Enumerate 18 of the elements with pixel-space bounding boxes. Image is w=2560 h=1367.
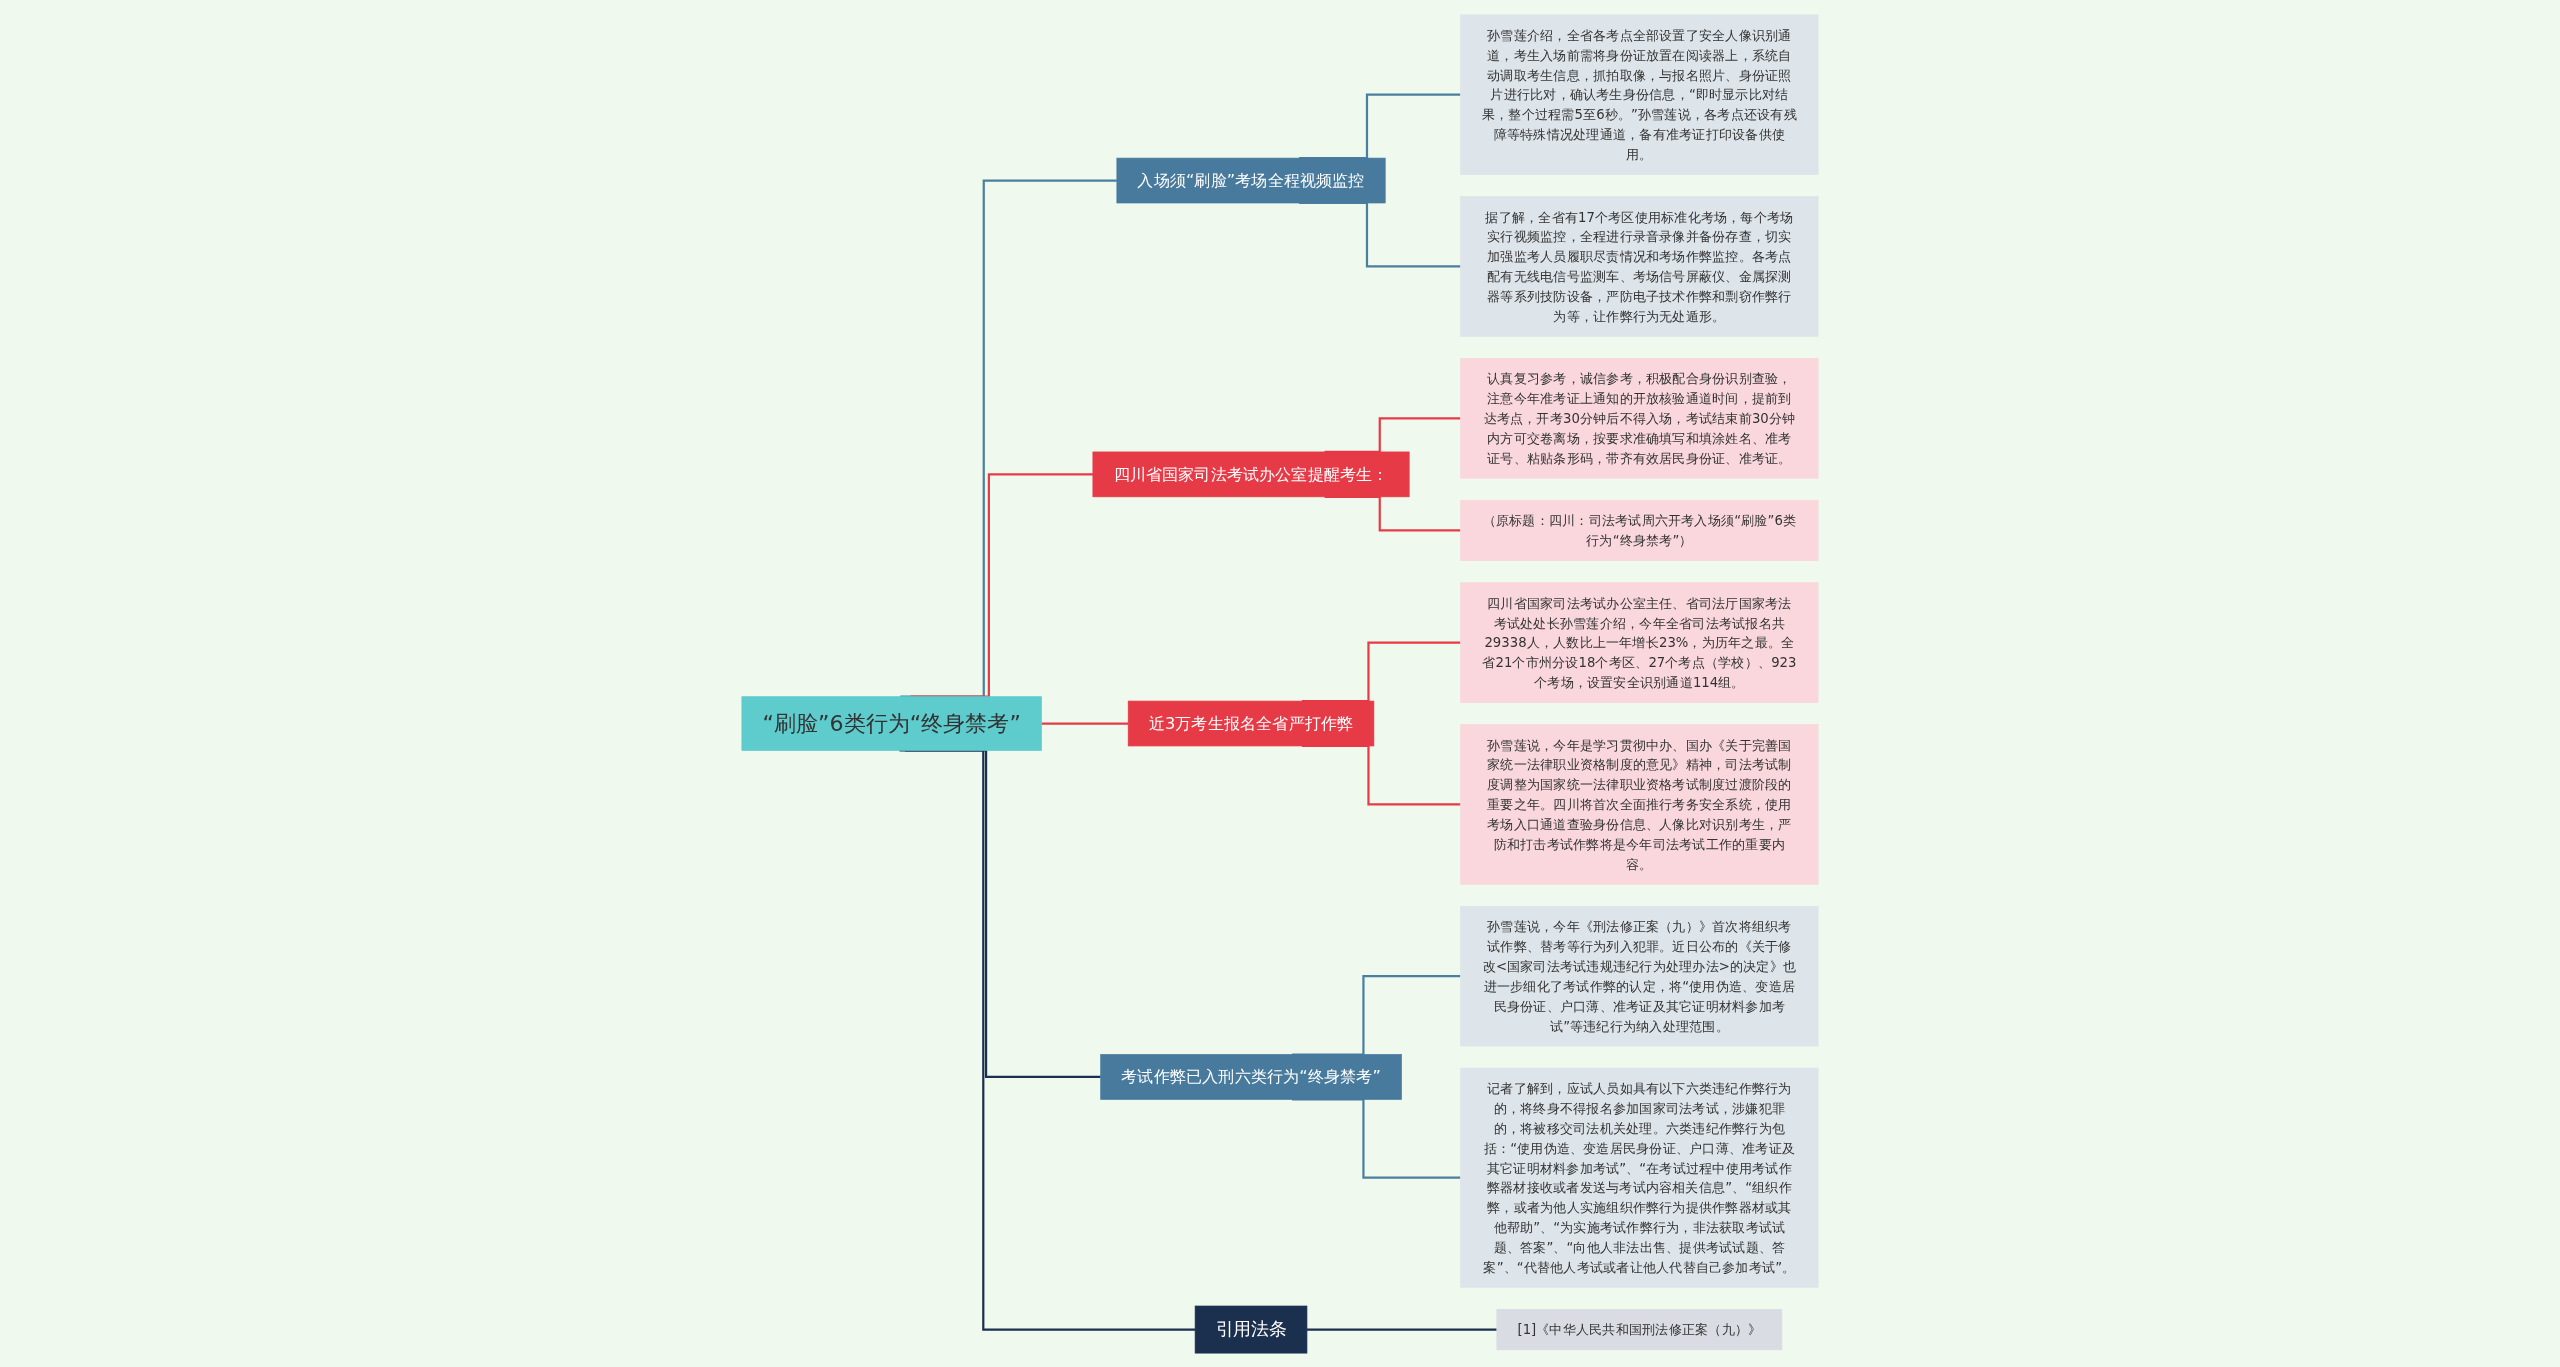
node-box (1460, 14, 1819, 175)
node-box (1194, 1305, 1308, 1353)
node-box (1460, 723, 1819, 885)
node-box (1460, 195, 1819, 337)
node-box (741, 695, 1042, 751)
node-box (1100, 1053, 1402, 1100)
node-box (1460, 499, 1819, 561)
mind-map: “刷脸”6类行为“终身禁考” 入场须“刷脸”考场全程视频监控 孙雪莲介绍，全省各考点全部设置了安全人像识别通道，考生入场前需将身份证放置在阅读器上，系统自动调取考生信息，抓拍取像，与报名照片、身份证照片进行比对，确认考生身份信息，“即时显示比对结果，整个过程需5至6秒。”孙雪莲说，各考点还设有残障等特殊情况处理通道，备有准考证打印设备供使用。 据了解，全省有17个考区使用标准化考场，每个考场实行视频监控，全程进行录音录像并备份存查，切实加强监考人员履职尽责情况和考场作弊监控。各考点配有无线电信号监测车、考场信号屏蔽仪、金属探测器等系列技防设备，严防电子技术作弊和剽窃作弊行为等，让作弊行为无处遁形。 四川省国家司法考试办公室提醒考生： 认真复习参考，诚信参考，积极配合身份识别查验，注意今年准考证上通知的开放核验通道时间，提前到达考点，开考30分钟后不得入场，考试结束前30分钟内方可交卷离场，按要求准确填写和填涂姓名、准考证号、粘贴条形码，带齐有效居民身份证、准考证。 （原标题：四川：司法考试周六开考入场须“刷脸”6类行为“终身禁考”） 近3万考生报名全省严打作弊 四川省国家司法考试办公室主任、省司法厅国家考法考试处处长孙雪莲介绍，今年全省司法考试报名共29338人，人数比上一年增长23%，为历年之最。全省21个市州分设18个考区、27个考点（学校）、923个考场，设置安全识别通道114组。 孙雪莲说，今年是学习贯彻中办、国办《关于完善国家统一法律职业资格制度的意见》精神，司法考试制度调整为国家统一法律职业资格考试制度过渡阶段的重要之年。四川将首次全面推行考务安全系统，使用考场入口通道查验身份信息、人像比对识别考生，严防和打击考试作弊将是今年司法考试工作的重要内容。 考试作弊已入刑六类行为“终身禁考” 孙雪莲说，今年《刑法修正案（九）》首次将组织考试作弊、替考等行为列入犯罪。近日公布的《关于修改<国家司法考试违规违纪行为处理办法>的决定》也进一步细化了考试作弊的认定，将“使用伪造、变造居民身份证、户口薄、准考证及其它证明材料参加考试”等违纪行为纳入处理范围。 记者了解到，应试人员如具有以下六类违纪作弊行为的，将终身不得报名参加国家司法考试，涉嫌犯罪的，将被移交司法机关处理。六类违纪作弊行为包括：“使用伪造、变造居民身份证、户口薄、准考证及其它证明材料参加考试”、“在考试过程中使用考试作弊器材接收或者发送与考试内容相关信息”、“组织作弊，或者为他人实施组织作弊行为提供作弊器材或其他帮助”、“为实施考试作弊行为，非法获取考试试题、答案”、“向他人非法出售、提供考试试题、答案”、“代替他人考试或者让他人代替自己参加考试”。 引用法条 [1]《中华人民共和国刑法修正案（九）》 (736, 8, 1824, 1359)
node-box (1460, 581, 1819, 703)
node-box (1127, 700, 1375, 746)
node-box (1116, 157, 1386, 203)
connector (1041, 721, 1129, 725)
connector (1306, 1327, 1497, 1331)
node-box (1460, 1067, 1819, 1288)
node-box (1460, 905, 1819, 1046)
node-box (1460, 357, 1819, 479)
node-box (1092, 451, 1410, 497)
node-box (1496, 1308, 1783, 1350)
